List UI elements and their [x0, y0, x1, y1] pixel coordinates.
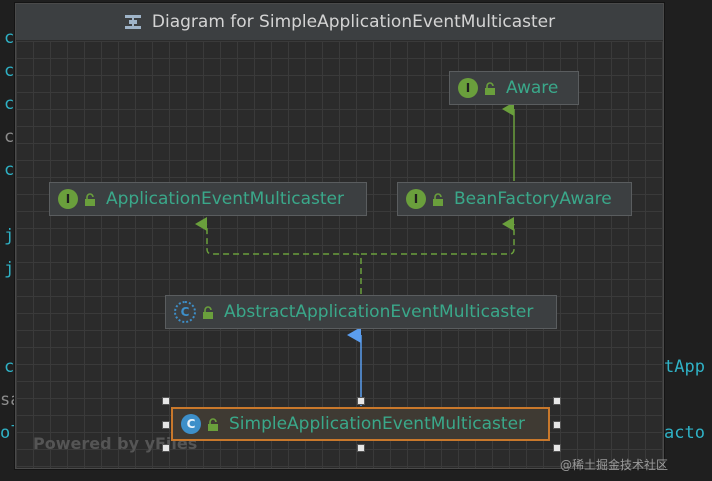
- node-label: BeanFactoryAware: [454, 189, 612, 209]
- code-fragment: tApp: [664, 357, 705, 377]
- code-fragment: c: [4, 28, 15, 48]
- diagram-icon: [124, 14, 142, 30]
- diagram-canvas[interactable]: I Aware I ApplicationEventMulticaster I …: [16, 41, 663, 468]
- interface-icon: I: [406, 189, 426, 209]
- interface-icon: I: [458, 78, 478, 98]
- node-abstract-application-event-multicaster[interactable]: C AbstractApplicationEventMulticaster: [165, 295, 557, 329]
- selection-handle[interactable]: [162, 444, 170, 452]
- node-label: AbstractApplicationEventMulticaster: [224, 302, 534, 322]
- code-fragment: c: [4, 357, 15, 377]
- lock-icon: [202, 305, 214, 319]
- code-fragment: c: [4, 127, 15, 147]
- selection-handle[interactable]: [553, 421, 561, 429]
- selection-handle[interactable]: [357, 397, 365, 405]
- edge-abstract-beanfactoryaware: [361, 217, 515, 255]
- interface-icon: I: [58, 189, 78, 209]
- diagram-popup: Diagram for SimpleApplicationEventMultic…: [15, 3, 664, 469]
- node-label: Aware: [506, 78, 559, 98]
- lock-icon: [432, 192, 444, 206]
- code-fragment: j: [4, 226, 15, 246]
- code-fragment: c: [4, 61, 15, 81]
- node-application-event-multicaster[interactable]: I ApplicationEventMulticaster: [49, 182, 367, 216]
- yfiles-watermark: Powered by yFiles: [33, 434, 198, 453]
- lock-icon: [84, 192, 96, 206]
- node-label: SimpleApplicationEventMulticaster: [229, 414, 526, 434]
- abstract-class-icon: C: [174, 301, 196, 323]
- node-aware[interactable]: I Aware: [449, 71, 579, 105]
- lock-icon: [207, 417, 219, 431]
- code-fragment: j: [4, 259, 15, 279]
- selection-handle[interactable]: [162, 421, 170, 429]
- selection-handle[interactable]: [357, 444, 365, 452]
- diagram-edges: [195, 102, 515, 406]
- selection-handle[interactable]: [553, 397, 561, 405]
- code-fragment: c: [4, 160, 15, 180]
- node-label: ApplicationEventMulticaster: [106, 189, 344, 209]
- popup-title: Diagram for SimpleApplicationEventMultic…: [151, 12, 556, 32]
- code-fragment: c: [4, 94, 15, 114]
- source-credit: @稀土掘金技术社区: [560, 458, 669, 472]
- code-fragment: acto: [664, 423, 705, 443]
- class-icon: C: [181, 414, 201, 434]
- node-simple-application-event-multicaster[interactable]: C SimpleApplicationEventMulticaster: [171, 407, 550, 441]
- selection-handle[interactable]: [162, 397, 170, 405]
- lock-icon: [484, 81, 496, 95]
- edge-abstract-appeventmulticaster: [195, 217, 362, 294]
- selection-handle[interactable]: [553, 444, 561, 452]
- node-bean-factory-aware[interactable]: I BeanFactoryAware: [397, 182, 632, 216]
- popup-titlebar[interactable]: Diagram for SimpleApplicationEventMultic…: [16, 4, 663, 41]
